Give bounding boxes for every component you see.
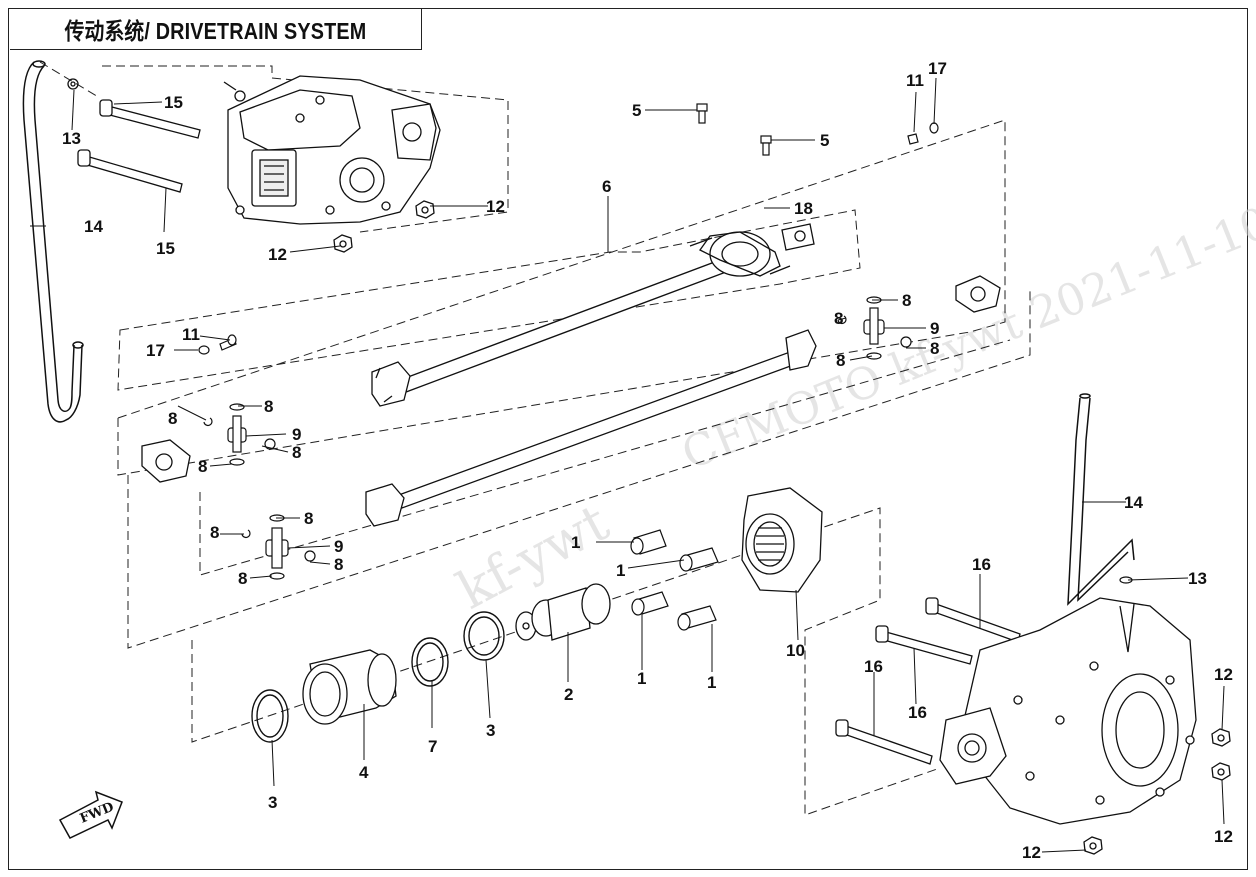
callout-label: 10 bbox=[786, 641, 805, 660]
universal-joints bbox=[203, 296, 912, 580]
callout-label: 1 bbox=[637, 669, 646, 688]
callout-label: 8 bbox=[210, 523, 219, 542]
diagram-title: 传动系统/ DRIVETRAIN SYSTEM bbox=[64, 18, 367, 44]
callout-label: 1 bbox=[707, 673, 716, 692]
callout-label: 14 bbox=[1124, 493, 1143, 512]
callout-label: 4 bbox=[359, 763, 369, 782]
callout-label: 11 bbox=[182, 325, 200, 344]
callout-label: 6 bbox=[602, 177, 611, 196]
leader-lines bbox=[30, 77, 1225, 853]
callout-label: 8 bbox=[292, 443, 301, 462]
callout-label: 8 bbox=[334, 555, 343, 574]
socket-bolts-1 bbox=[630, 529, 719, 631]
callout-label: 13 bbox=[62, 129, 81, 148]
bolts-5 bbox=[696, 103, 772, 156]
callout-label: 16 bbox=[972, 555, 991, 574]
coupling-flanges bbox=[141, 275, 1001, 483]
callout-label: 9 bbox=[334, 537, 343, 556]
callout-label: 16 bbox=[864, 657, 883, 676]
forward-direction-arrow: FWD bbox=[58, 790, 123, 839]
callout-label: 11 bbox=[906, 71, 924, 90]
callout-label: 13 bbox=[1188, 569, 1207, 588]
callout-label: 14 bbox=[84, 217, 103, 236]
callout-label: 1 bbox=[571, 533, 580, 552]
watermark: kf-ywt CFMOTO kf-ywt 2021-11-10 09:20:31 bbox=[448, 118, 1256, 621]
callout-label: 8 bbox=[304, 509, 313, 528]
callout-label: 17 bbox=[146, 341, 165, 360]
title-box: 传动系统/ DRIVETRAIN SYSTEM bbox=[10, 9, 422, 50]
rear-propeller-shaft bbox=[365, 329, 817, 527]
hose-clamp-13-left bbox=[67, 78, 79, 90]
callout-label: 12 bbox=[1214, 665, 1233, 684]
callout-label: 1 bbox=[616, 561, 625, 580]
bolt-11-washer-17-right bbox=[907, 122, 939, 145]
callout-label: 3 bbox=[486, 721, 495, 740]
rear-differential bbox=[939, 597, 1197, 825]
callout-label: 8 bbox=[198, 457, 207, 476]
callout-label: 8 bbox=[238, 569, 247, 588]
breather-hose-left bbox=[22, 60, 84, 423]
callout-label: 7 bbox=[428, 737, 437, 756]
breather-hose-right bbox=[1067, 393, 1135, 606]
callout-label: 12 bbox=[1214, 827, 1233, 846]
callout-label: 2 bbox=[564, 685, 573, 704]
callout-label: 9 bbox=[930, 319, 939, 338]
callout-label: 16 bbox=[908, 703, 927, 722]
flange-nuts-12-front bbox=[333, 200, 435, 253]
callout-label: 12 bbox=[268, 245, 287, 264]
callout-label: 17 bbox=[928, 59, 947, 78]
callout-label: 3 bbox=[268, 793, 277, 812]
callout-labels: 1 1 1 1 2 3 3 4 5 5 6 7 8 8 8 8 8 8 8 8 … bbox=[62, 59, 1233, 862]
callout-label: 8 bbox=[836, 351, 845, 370]
output-flange-10 bbox=[741, 487, 823, 593]
callout-label: 15 bbox=[164, 93, 183, 112]
flange-nuts-12-rear bbox=[1083, 728, 1231, 855]
callout-label: 8 bbox=[264, 397, 273, 416]
callout-label: 9 bbox=[292, 425, 301, 444]
callout-label: 15 bbox=[156, 239, 175, 258]
callout-label: 8 bbox=[168, 409, 177, 428]
callout-label: 18 bbox=[794, 199, 813, 218]
callout-label: 5 bbox=[632, 101, 641, 120]
assembly-guide-lines bbox=[39, 61, 1031, 816]
callout-label: 8 bbox=[902, 291, 911, 310]
diagram-frame bbox=[8, 8, 1248, 870]
front-differential bbox=[223, 75, 441, 225]
callout-label: 8 bbox=[834, 309, 843, 328]
rubber-boot-4 bbox=[302, 649, 397, 725]
callout-label: 12 bbox=[486, 197, 505, 216]
long-bolts-15 bbox=[77, 99, 201, 193]
front-propeller-shaft-6 bbox=[371, 223, 815, 407]
callout-label: 5 bbox=[820, 131, 829, 150]
callout-label: 12 bbox=[1022, 843, 1041, 862]
spline-shaft-2 bbox=[515, 583, 611, 641]
boot-clamps bbox=[251, 611, 505, 743]
callout-label: 8 bbox=[930, 339, 939, 358]
